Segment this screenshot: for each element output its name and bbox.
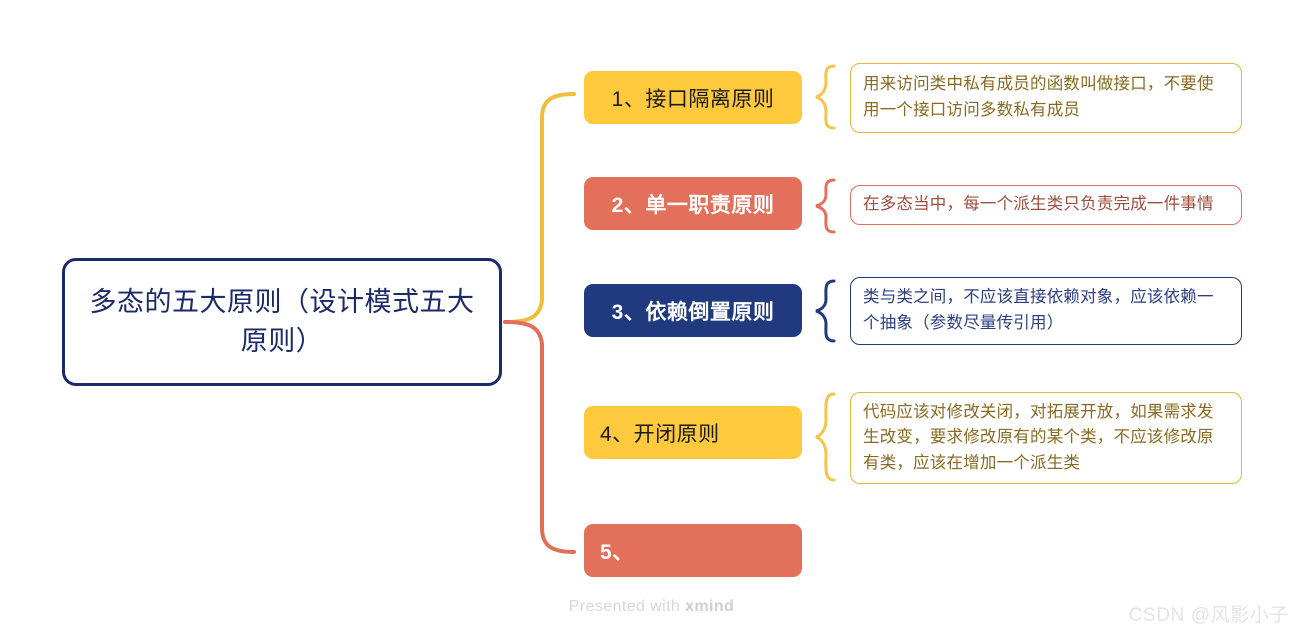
xmind-credit-prefix: Presented with	[568, 598, 686, 615]
topic-label-1: 1、接口隔离原则	[611, 87, 775, 111]
topic-label-2: 2、单一职责原则	[611, 193, 775, 217]
topic-label-5: 5、	[600, 540, 634, 564]
root-topic-label: 多态的五大原则（设计模式五大原则）	[89, 286, 475, 356]
topic-node-4[interactable]: 4、开闭原则	[584, 406, 802, 459]
brace-topic-1	[815, 64, 836, 130]
xmind-credit: Presented with xmind	[0, 598, 1303, 616]
brace-topic-4	[815, 392, 836, 482]
topic-node-3[interactable]: 3、依赖倒置原则	[584, 284, 802, 337]
detail-text-1: 用来访问类中私有成员的函数叫做接口，不要使用一个接口访问多数私有成员	[863, 75, 1214, 119]
detail-text-3: 类与类之间，不应该直接依赖对象，应该依赖一个抽象（参数尽量传引用）	[863, 288, 1214, 332]
detail-box-2[interactable]: 在多态当中，每一个派生类只负责完成一件事情	[850, 185, 1242, 225]
topic-label-3: 3、依赖倒置原则	[611, 300, 775, 324]
root-topic[interactable]: 多态的五大原则（设计模式五大原则）	[62, 258, 502, 386]
topic-node-5[interactable]: 5、	[584, 524, 802, 577]
brace-topic-2	[815, 178, 836, 234]
detail-box-1[interactable]: 用来访问类中私有成员的函数叫做接口，不要使用一个接口访问多数私有成员	[850, 63, 1242, 133]
detail-box-4[interactable]: 代码应该对修改关闭，对拓展开放，如果需求发生改变，要求修改原有的某个类，不应该修…	[850, 392, 1242, 484]
xmind-brand-label: xmind	[685, 598, 735, 615]
detail-text-2: 在多态当中，每一个派生类只负责完成一件事情	[863, 195, 1214, 214]
topic-node-2[interactable]: 2、单一职责原则	[584, 177, 802, 230]
brace-topic-3	[815, 279, 836, 343]
detail-box-3[interactable]: 类与类之间，不应该直接依赖对象，应该依赖一个抽象（参数尽量传引用）	[850, 277, 1242, 345]
detail-text-4: 代码应该对修改关闭，对拓展开放，如果需求发生改变，要求修改原有的某个类，不应该修…	[863, 402, 1214, 472]
main-branch-lower-salmon	[503, 320, 576, 554]
main-branch-upper-yellow	[503, 92, 576, 324]
topic-label-4: 4、开闭原则	[600, 422, 720, 446]
topic-node-1[interactable]: 1、接口隔离原则	[584, 71, 802, 124]
csdn-watermark: CSDN @风影小子	[1128, 605, 1289, 626]
